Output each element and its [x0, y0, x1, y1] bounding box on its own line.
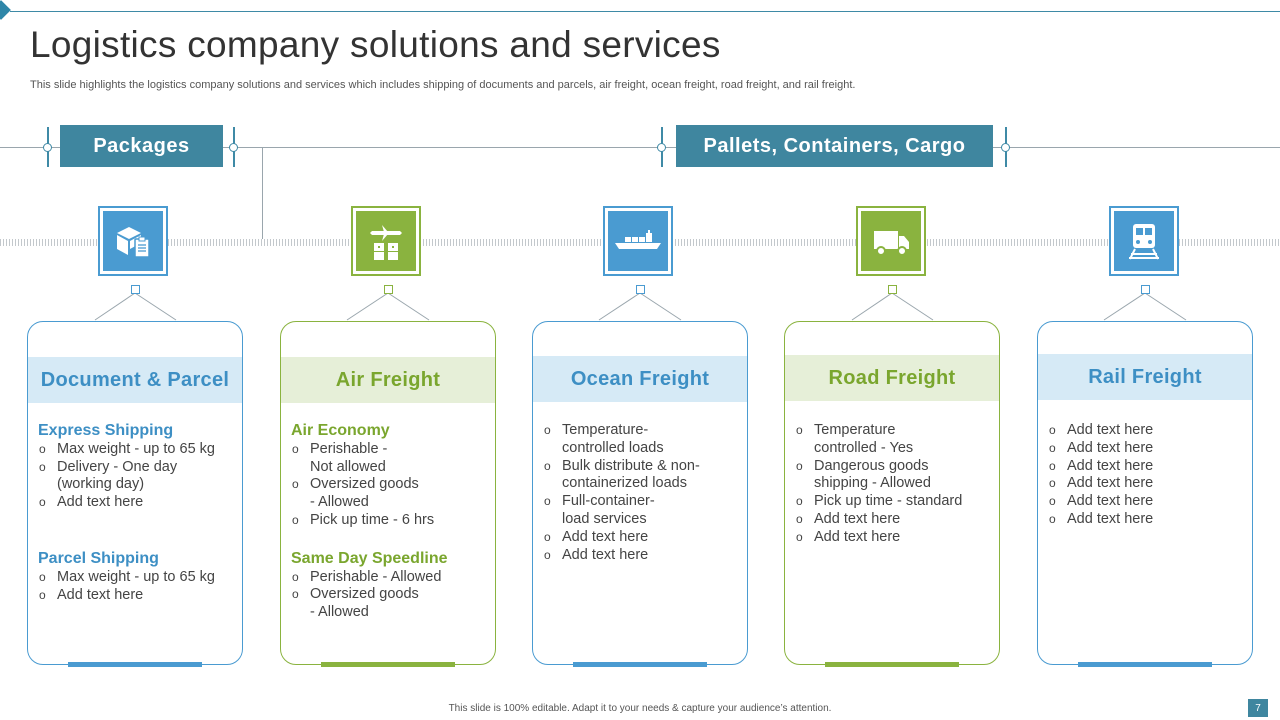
card-bottom-bar — [825, 662, 959, 667]
card-title: Document & Parcel — [28, 357, 242, 403]
connector-line — [262, 147, 263, 239]
page-subtitle: This slide highlights the logistics comp… — [30, 79, 856, 91]
card-title: Rail Freight — [1038, 354, 1252, 400]
card-document-parcel: Document & Parcel Express Shipping Max w… — [27, 321, 243, 667]
list-item: Pick up time - standard — [795, 493, 995, 511]
page-title: Logistics company solutions and services — [30, 24, 721, 65]
list-item: Add text here — [1048, 458, 1248, 476]
list-item: Add text here — [1048, 475, 1248, 493]
card-road-freight: Road Freight Temperature controlled - Ye… — [784, 321, 1000, 667]
list-item: Dangerous goods shipping - Allowed — [795, 458, 954, 494]
card-title: Ocean Freight — [533, 356, 747, 402]
card-body: Temperature controlled - Yes Dangerous g… — [795, 422, 995, 547]
section-heading: Same Day Speedline — [291, 549, 448, 567]
card-title: Air Freight — [281, 357, 495, 403]
connector-square — [636, 285, 645, 294]
banner-dot — [657, 143, 666, 152]
list-item: Temperature-controlled loads — [543, 422, 672, 458]
pallets-banner: Pallets, Containers, Cargo — [676, 125, 993, 167]
list-item: Max weight - up to 65 kg — [38, 441, 238, 459]
list-item: Full-container-load services — [543, 493, 672, 529]
list-item: Perishable - Allowed — [291, 569, 491, 587]
banner-dot — [43, 143, 52, 152]
air-freight-icon-box — [351, 206, 421, 276]
list-item: Add text here — [38, 587, 238, 605]
document-parcel-icon-box — [98, 206, 168, 276]
rail-freight-icon-box — [1109, 206, 1179, 276]
card-body: Temperature-controlled loads Bulk distri… — [543, 422, 743, 564]
list-item: Perishable - Not allowed — [291, 441, 400, 477]
list-item: Add text here — [1048, 440, 1248, 458]
card-bottom-bar — [68, 662, 202, 667]
section-heading: Air Economy — [291, 422, 390, 439]
list-item: Bulk distribute & non-containerized load… — [543, 458, 722, 494]
truck-icon — [861, 211, 921, 271]
list-item: Oversized goods - Allowed — [291, 476, 420, 512]
connector-square — [888, 285, 897, 294]
card-body: Air Economy Perishable - Not allowed Ove… — [291, 422, 491, 622]
list-item: Oversized goods - Allowed — [291, 586, 420, 622]
ocean-freight-icon-box — [603, 206, 673, 276]
card-rail-freight: Rail Freight Add text here Add text here… — [1037, 321, 1253, 667]
card-bottom-bar — [573, 662, 707, 667]
list-item: Add text here — [38, 494, 238, 512]
list-item: Add text here — [1048, 493, 1248, 511]
card-ocean-freight: Ocean Freight Temperature-controlled loa… — [532, 321, 748, 667]
card-connectors — [94, 292, 1187, 321]
banner-dot — [229, 143, 238, 152]
top-rule — [10, 11, 1280, 12]
package-clipboard-icon — [103, 211, 163, 271]
connector-square — [384, 285, 393, 294]
road-freight-icon-box — [856, 206, 926, 276]
section-heading: Parcel Shipping — [38, 549, 159, 567]
banner-line — [0, 147, 1280, 148]
list-item: Add text here — [795, 529, 995, 547]
list-item: Add text here — [1048, 422, 1248, 440]
list-item: Max weight - up to 65 kg — [38, 569, 238, 587]
list-item: Add text here — [1048, 511, 1248, 529]
list-item: Add text here — [795, 511, 995, 529]
list-item: Delivery - One day (working day) — [38, 459, 187, 495]
list-item: Pick up time - 6 hrs — [291, 512, 491, 530]
corner-diamond — [0, 0, 11, 20]
card-bottom-bar — [1078, 662, 1212, 667]
section-heading: Express Shipping — [38, 422, 174, 439]
card-body: Express Shipping Max weight - up to 65 k… — [38, 422, 238, 604]
connector-square — [1141, 285, 1150, 294]
card-bottom-bar — [321, 662, 455, 667]
page-number: 7 — [1248, 699, 1268, 717]
footer-note: This slide is 100% editable. Adapt it to… — [448, 703, 832, 714]
card-title: Road Freight — [785, 355, 999, 401]
list-item: Add text here — [543, 529, 743, 547]
list-item: Add text here — [543, 547, 743, 565]
banner-dot — [1001, 143, 1010, 152]
cargo-ship-icon — [608, 211, 668, 271]
card-body: Add text here Add text here Add text her… — [1048, 422, 1248, 529]
packages-banner: Packages — [60, 125, 223, 167]
card-air-freight: Air Freight Air Economy Perishable - Not… — [280, 321, 496, 667]
list-item: Temperature controlled - Yes — [795, 422, 924, 458]
train-icon — [1114, 211, 1174, 271]
connector-square — [131, 285, 140, 294]
airplane-boxes-icon — [356, 211, 416, 271]
